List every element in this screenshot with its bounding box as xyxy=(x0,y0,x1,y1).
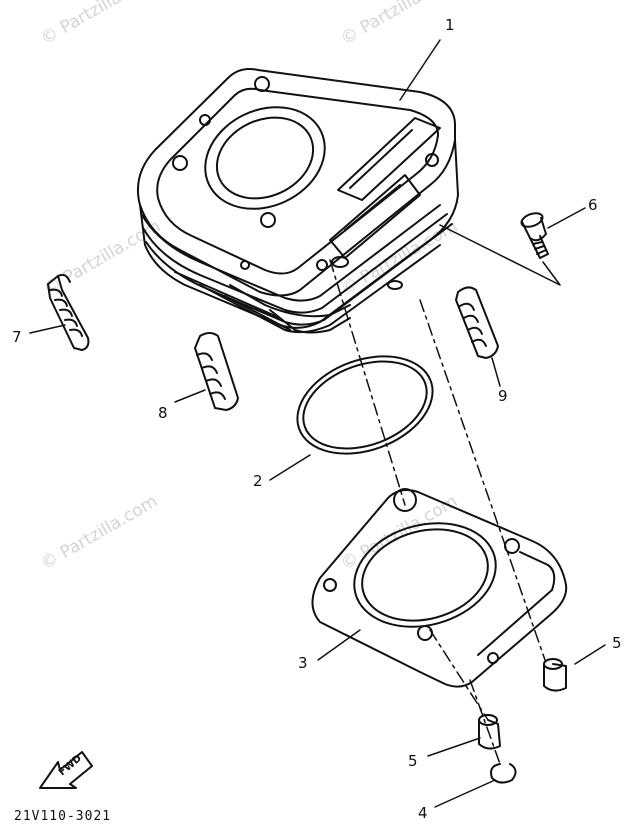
callout-labels: 1 6 7 8 9 2 3 5 5 4 xyxy=(12,16,622,822)
watermark-low-left: © Partzilla.com xyxy=(38,491,162,574)
callout-7: 7 xyxy=(12,328,22,346)
fwd-label: FWD xyxy=(57,753,84,778)
dowel-pin-left xyxy=(478,714,501,750)
callout-4: 4 xyxy=(418,804,428,822)
cylinder-gasket xyxy=(311,488,568,688)
diagram-code: 21V110-3021 xyxy=(14,809,111,824)
cylinder xyxy=(136,68,459,334)
stud-bolt-8 xyxy=(194,332,239,411)
leader-lines xyxy=(29,39,606,808)
watermark-top-left: © Partzilla.com xyxy=(38,0,162,49)
assembly-lines xyxy=(329,259,546,765)
watermark-mid-left: © Partzilla.com xyxy=(41,216,165,299)
callout-1: 1 xyxy=(445,16,455,34)
watermark-top-right: © Partzilla.com xyxy=(338,0,462,49)
o-ring xyxy=(296,355,434,455)
callout-2: 2 xyxy=(253,472,263,490)
callout-3: 3 xyxy=(298,654,308,672)
fwd-arrow-icon xyxy=(39,751,93,789)
watermark-low-right: © Partzilla.com xyxy=(338,491,462,574)
callout-5-right: 5 xyxy=(612,634,622,652)
bolt xyxy=(520,212,549,259)
callout-8: 8 xyxy=(158,404,168,422)
callout-5-left: 5 xyxy=(408,752,418,770)
dowel-pin-right xyxy=(543,658,567,692)
stud-bolt-9 xyxy=(455,286,499,359)
callout-6: 6 xyxy=(588,196,598,214)
callout-9: 9 xyxy=(498,387,508,405)
stud-bolt-7 xyxy=(47,273,90,351)
circlip xyxy=(490,763,517,784)
